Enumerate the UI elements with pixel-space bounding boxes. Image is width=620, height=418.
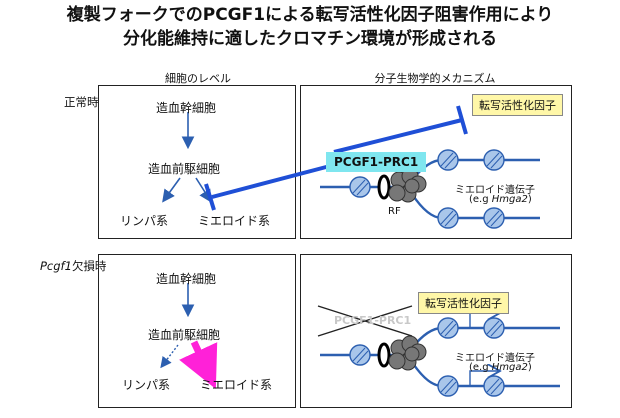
inhibition-bar-cell <box>204 183 216 211</box>
box-normal-cell <box>98 85 296 239</box>
nucleosome-stripes-normal <box>352 152 503 227</box>
normal-complex-label: PCGF1-PRC1 <box>326 152 427 172</box>
row-label-deficient: Pcgf1欠損時 <box>40 258 106 274</box>
cross-line-2 <box>317 305 413 337</box>
dna-daughter-top-normal <box>411 158 540 181</box>
row-label-suffix: 欠損時 <box>71 259 107 273</box>
def-progenitor-label: 造血前駆細胞 <box>148 328 221 342</box>
title-line-2: 分化能維持に適したクロマチン環境が形成される <box>123 29 497 49</box>
pcna-ring-normal <box>377 174 391 200</box>
nucleosome <box>483 149 505 171</box>
row-label-gene: Pcgf1 <box>40 259 72 273</box>
inhibition-bar-activator <box>456 105 468 135</box>
rf-complex-normal <box>388 167 427 203</box>
def-activator-tag: 転写活性化因子 <box>418 292 509 314</box>
nucleosome <box>437 207 459 229</box>
nucleosome-stripes-def <box>352 320 503 395</box>
eg-prefix: (e.g <box>469 194 492 205</box>
arrow-to-myeloid-magenta <box>179 340 218 390</box>
normal-example-label: (e.g Hmga2) <box>469 194 532 205</box>
normal-rf-label: RF <box>388 206 401 217</box>
inhibition-line-cell <box>211 164 331 199</box>
nucleosome <box>483 375 505 397</box>
def-example-label: (e.g Hmga2) <box>469 362 532 373</box>
rf-complex-def <box>388 335 427 371</box>
arrow-to-lymphoid <box>162 177 181 203</box>
def-complex-crossed: PCGF1-PRC1 <box>334 314 412 327</box>
def-genes-label: ミエロイド遺伝子 <box>455 353 535 364</box>
header-molecular: 分子生物学的メカニズム <box>374 72 496 85</box>
inhibition-line-activator <box>333 118 463 154</box>
def-myeloid-label: ミエロイド系 <box>200 378 273 392</box>
arrow-to-lymphoid-dashed <box>160 344 179 369</box>
nucleosome <box>437 149 459 171</box>
def-lymphoid-label: リンパ系 <box>122 378 171 392</box>
def-hsc-label: 造血幹細胞 <box>156 272 217 286</box>
normal-progenitor-label: 造血前駆細胞 <box>148 162 221 176</box>
eg-suffix: ) <box>527 362 532 373</box>
eg-prefix: (e.g <box>469 362 492 373</box>
nucleosome <box>437 375 459 397</box>
box-deficient-molecular <box>300 254 572 408</box>
normal-myeloid-label: ミエロイド系 <box>198 214 271 228</box>
title-line-1: 複製フォークでのPCGF1による転写活性化因子阻害作用により <box>66 5 554 25</box>
nucleosomes-def <box>349 317 505 397</box>
eg-gene: Hmga2 <box>491 194 528 205</box>
arrow-to-myeloid <box>195 177 212 203</box>
nucleosome <box>483 207 505 229</box>
nucleosome <box>437 317 459 339</box>
header-cell-level: 細胞のレベル <box>165 72 231 85</box>
transcription-arrow-bottom <box>469 371 500 386</box>
eg-suffix: ) <box>527 194 532 205</box>
nucleosome <box>349 176 371 198</box>
box-deficient-cell <box>98 254 296 408</box>
pcna-ring-def <box>377 342 391 368</box>
normal-genes-label: ミエロイド遺伝子 <box>455 185 535 196</box>
nucleosome <box>483 317 505 339</box>
normal-lymphoid-label: リンパ系 <box>120 214 169 228</box>
eg-gene: Hmga2 <box>491 362 528 373</box>
nucleosomes-normal <box>349 149 505 229</box>
normal-hsc-label: 造血幹細胞 <box>156 101 217 115</box>
row-label-normal: 正常時 <box>64 95 99 109</box>
box-normal-molecular <box>300 85 572 239</box>
normal-activator-tag: 転写活性化因子 <box>472 94 563 116</box>
nucleosome <box>349 344 371 366</box>
